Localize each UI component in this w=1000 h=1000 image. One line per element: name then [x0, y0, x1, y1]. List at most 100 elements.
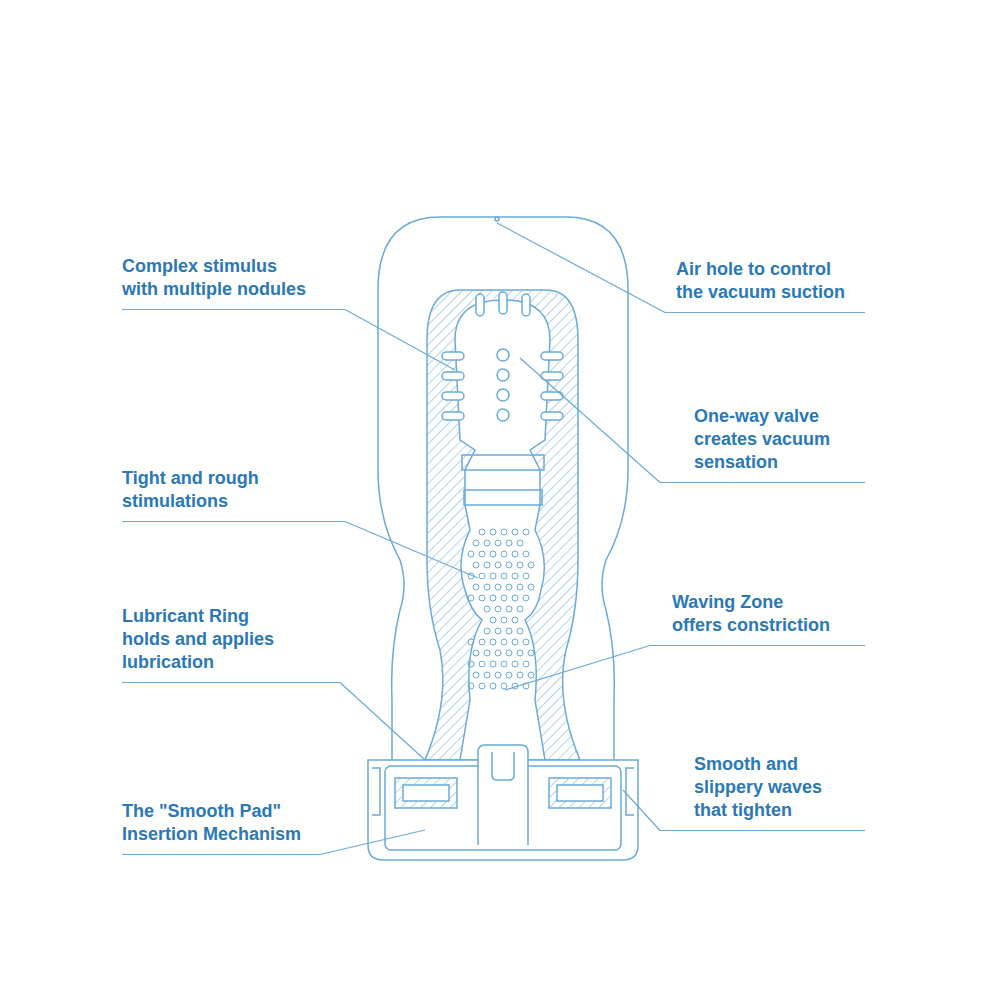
nodule [528, 650, 534, 656]
nodule [501, 595, 507, 601]
nodule [473, 562, 479, 568]
nodule [479, 573, 485, 579]
nodule [479, 639, 485, 645]
nodule [523, 551, 529, 557]
nodule [523, 529, 529, 535]
nodule [512, 617, 518, 623]
callout-label: Tight and rough stimulations [122, 467, 312, 513]
nodule [517, 628, 523, 634]
nodule [473, 540, 479, 546]
nodule [517, 672, 523, 678]
outer-shell [378, 217, 628, 760]
nodule [517, 540, 523, 546]
nodule [512, 529, 518, 535]
nodule [501, 683, 507, 689]
pad-core [557, 785, 603, 801]
nodule [517, 584, 523, 590]
nodule-dots [468, 529, 534, 689]
cap-rim [372, 768, 634, 815]
nodule [484, 628, 490, 634]
callout-label: One-way valve creates vacuum sensation [694, 405, 869, 474]
nodule [528, 584, 534, 590]
nodule [512, 595, 518, 601]
leader-line [505, 646, 865, 691]
leader-line [497, 223, 865, 313]
nodule [512, 639, 518, 645]
nodule [490, 683, 496, 689]
nodule [490, 639, 496, 645]
nodule [506, 606, 512, 612]
nodule [490, 573, 496, 579]
nodule [506, 584, 512, 590]
nodule [501, 617, 507, 623]
insertion-slot [478, 745, 528, 845]
nodule [523, 661, 529, 667]
nodule [501, 573, 507, 579]
nodule [490, 551, 496, 557]
nodule [490, 617, 496, 623]
nodule [473, 584, 479, 590]
nodule [468, 639, 474, 645]
nodule [512, 551, 518, 557]
nodule [495, 672, 501, 678]
leader-line [122, 310, 455, 371]
nodule [495, 540, 501, 546]
nodule [484, 606, 490, 612]
leader-line [122, 683, 425, 761]
nodule [512, 573, 518, 579]
nodule [517, 562, 523, 568]
canal [455, 300, 550, 760]
nodule [495, 562, 501, 568]
sleeve [425, 290, 580, 760]
nodule [484, 584, 490, 590]
nodule [523, 573, 529, 579]
smooth-pad [549, 778, 611, 808]
nodule [501, 551, 507, 557]
nodule [506, 650, 512, 656]
callout-label: Lubricant Ring holds and applies lubrica… [122, 605, 287, 674]
nodule [528, 562, 534, 568]
nodule [495, 650, 501, 656]
nodule [468, 551, 474, 557]
nodule [468, 595, 474, 601]
nodule [479, 529, 485, 535]
nodule [479, 683, 485, 689]
nodule [528, 672, 534, 678]
slot-inner [492, 752, 514, 780]
air-hole [495, 217, 499, 221]
nodule [484, 650, 490, 656]
nodule [501, 661, 507, 667]
smooth-pad [395, 778, 457, 808]
callout-label: Complex stimulus with multiple nodules [122, 255, 312, 301]
ridge [462, 455, 544, 470]
callout-label: Smooth and slippery waves that tighten [694, 753, 844, 822]
nodule [484, 562, 490, 568]
nodule [479, 661, 485, 667]
nodule [506, 672, 512, 678]
nodule [484, 540, 490, 546]
nodule [490, 595, 496, 601]
nodule [484, 672, 490, 678]
ridge [464, 490, 542, 505]
callout-label: The "Smooth Pad" Insertion Mechanism [122, 800, 322, 846]
callout-label: Air hole to control the vacuum suction [676, 258, 851, 304]
nodule [473, 672, 479, 678]
nodule [523, 639, 529, 645]
leader-line [122, 522, 478, 579]
nodule [517, 606, 523, 612]
nodule [495, 628, 501, 634]
nodule [468, 661, 474, 667]
nodule [479, 551, 485, 557]
nodule [506, 562, 512, 568]
nodule [523, 595, 529, 601]
nodule [501, 639, 507, 645]
nodule [490, 661, 496, 667]
nodule [512, 661, 518, 667]
nodule [473, 650, 479, 656]
nodule [495, 584, 501, 590]
valve-fins [442, 292, 563, 421]
nodule [468, 683, 474, 689]
nodule [517, 650, 523, 656]
nodule [506, 540, 512, 546]
